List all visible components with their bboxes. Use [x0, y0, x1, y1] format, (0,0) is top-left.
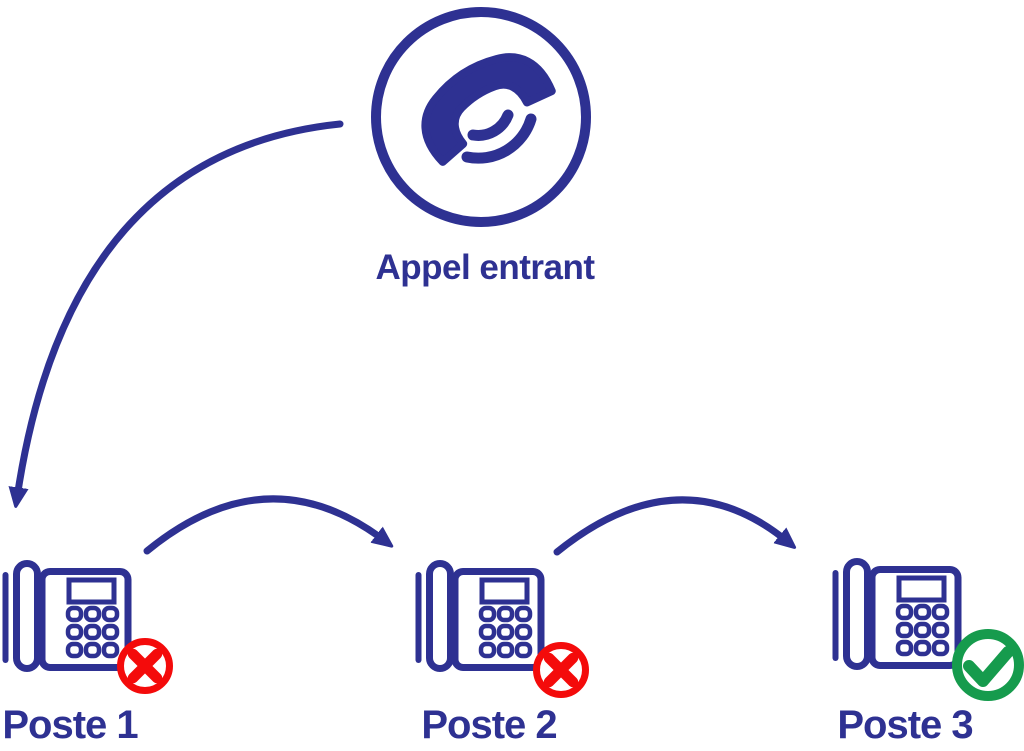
desk-phone-icon-poste3	[836, 562, 959, 667]
poste1-label: Poste 1	[2, 703, 138, 747]
incoming-call-label: Appel entrant	[375, 248, 595, 287]
handset-glyph	[421, 53, 556, 166]
desk-phone-icon-poste1	[6, 564, 129, 669]
arrow-poste1-to-poste2	[143, 495, 385, 555]
poste2-label: Poste 2	[421, 703, 557, 747]
check-circle-icon-poste3	[952, 629, 1024, 701]
ring-waves-icon	[461, 109, 537, 164]
incoming-call-icon	[371, 7, 591, 227]
desk-phone-icon-poste2	[419, 564, 542, 669]
poste3-label: Poste 3	[837, 703, 973, 747]
arrow-poste2-to-poste3	[553, 496, 788, 556]
arrow-call-to-poste1	[17, 120, 344, 498]
x-circle-icon-poste2	[533, 642, 589, 698]
x-circle-icon-poste1	[117, 638, 173, 694]
circle-outline	[371, 7, 591, 227]
